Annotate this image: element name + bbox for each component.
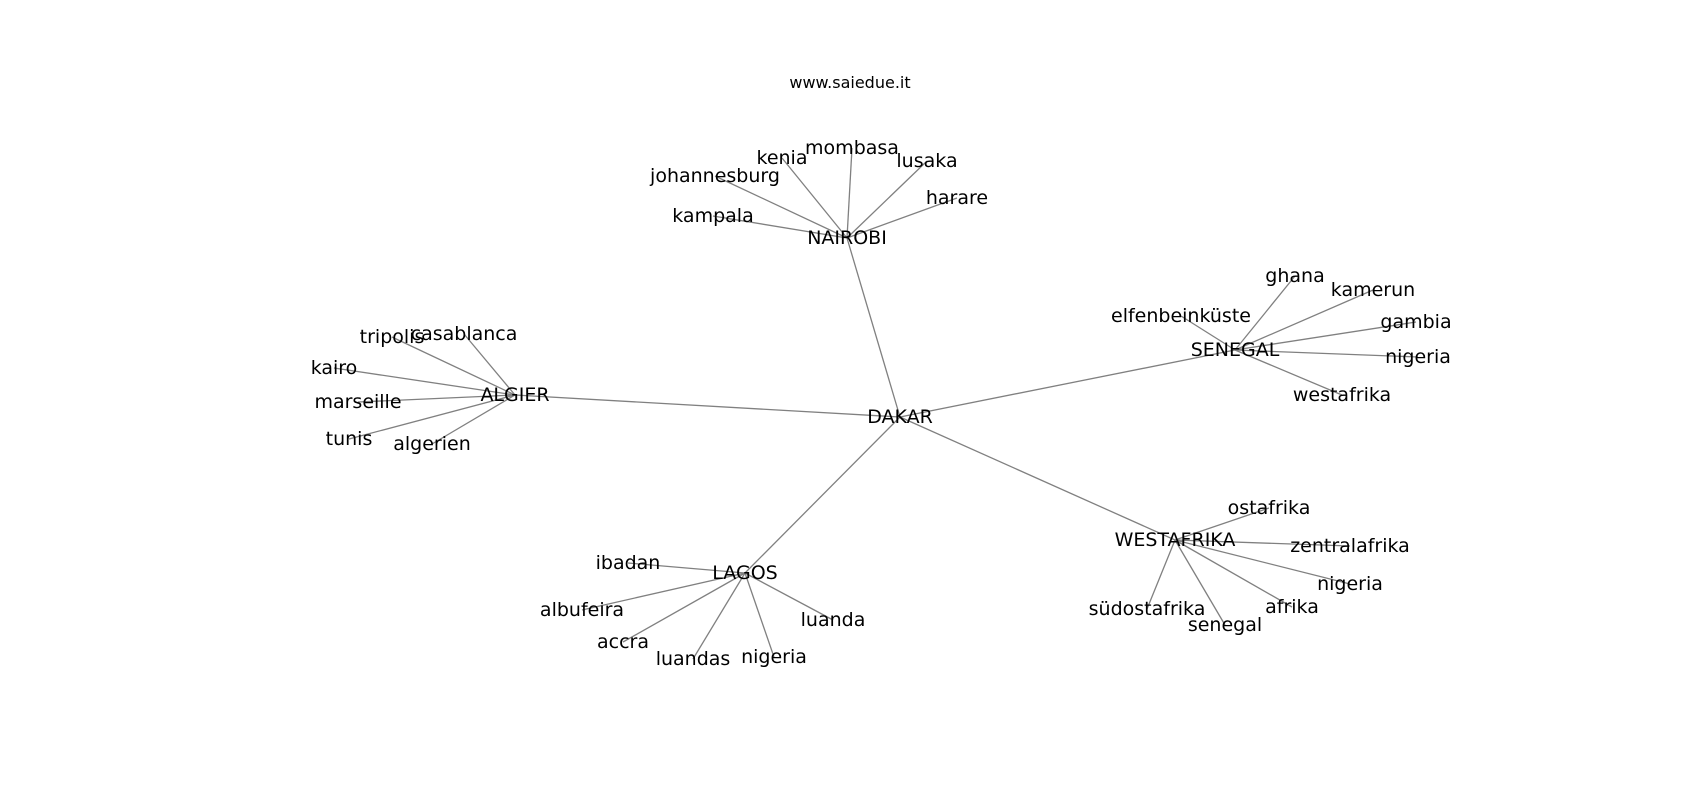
- node-leaf-algier-tunis: tunis: [326, 428, 373, 450]
- node-leaf-senegal-kamerun: kamerun: [1331, 279, 1415, 301]
- edge-nairobi-lusaka: [846, 160, 928, 239]
- edge-nairobi-kampala: [712, 215, 848, 239]
- edge-algier-kairo: [333, 367, 516, 396]
- edge-senegal-westafrika: [1234, 349, 1343, 396]
- edge-algier-marseille: [357, 394, 516, 403]
- node-leaf-lagos-nigeria: nigeria: [741, 646, 807, 668]
- edge-root-nairobi: [846, 237, 901, 418]
- node-leaf-lagos-ibadan: ibadan: [596, 552, 661, 574]
- edge-westafrika-sudostafrika: [1146, 539, 1176, 610]
- edge-nairobi-johannesburg: [714, 175, 848, 239]
- edge-senegal-nigeria: [1234, 349, 1419, 358]
- node-leaf-nairobi-johannesburg: johannesburg: [649, 165, 780, 187]
- edge-nairobi-kenia: [781, 157, 848, 239]
- edge-nairobi-mombasa: [846, 147, 853, 239]
- node-leaf-nairobi-kampala: kampala: [672, 205, 753, 227]
- node-leaf-algier-marseille: marseille: [314, 391, 401, 413]
- edge-algier-tripolis: [391, 336, 516, 396]
- edge-lagos-ibadan: [627, 562, 746, 574]
- edge-westafrika-afrika: [1174, 539, 1293, 608]
- node-leaf-westafrika-nigeria: nigeria: [1317, 573, 1383, 595]
- node-leaf-senegal-westafrika: westafrika: [1293, 384, 1391, 406]
- node-leaf-lagos-luandas: luandas: [656, 648, 731, 670]
- edge-root-senegal: [899, 349, 1236, 418]
- node-leaf-westafrika-ostafrika: ostafrika: [1228, 497, 1311, 519]
- node-leaf-algier-casablanca: casablanca: [411, 323, 518, 345]
- node-leaf-nairobi-mombasa: mombasa: [805, 137, 899, 159]
- edge-lagos-luanda: [744, 572, 834, 621]
- edge-lagos-albufeira: [581, 572, 746, 611]
- node-hub-westafrika: WESTAFRIKA: [1115, 529, 1236, 551]
- edge-lagos-nigeria: [744, 572, 775, 658]
- edge-algier-tunis: [348, 394, 516, 440]
- node-leaf-lagos-luanda: luanda: [801, 609, 866, 631]
- edge-root-westafrika: [899, 416, 1176, 541]
- edges-layer: [333, 147, 1419, 660]
- node-leaf-algier-tripolis: tripolis: [360, 326, 425, 348]
- node-leaf-nairobi-lusaka: lusaka: [896, 150, 957, 172]
- edge-senegal-elfenbeinkuste: [1180, 315, 1236, 351]
- edge-westafrika-ostafrika: [1174, 507, 1270, 541]
- node-leaf-senegal-nigeria: nigeria: [1385, 346, 1451, 368]
- edge-westafrika-nigeria: [1174, 539, 1351, 585]
- node-leaf-senegal-elfenbeinkuste: elfenbeinküste: [1111, 305, 1251, 327]
- edge-algier-casablanca: [463, 333, 516, 396]
- node-leaf-algier-kairo: kairo: [311, 357, 358, 379]
- node-leaf-lagos-accra: accra: [597, 631, 649, 653]
- node-leaf-westafrika-senegal: senegal: [1188, 614, 1262, 636]
- edge-nairobi-harare: [846, 197, 958, 239]
- node-leaf-nairobi-harare: harare: [926, 187, 988, 209]
- node-leaf-westafrika-afrika: afrika: [1265, 596, 1319, 618]
- edge-lagos-accra: [622, 572, 746, 643]
- node-leaf-westafrika-sudostafrika: südostafrika: [1089, 598, 1206, 620]
- node-hub-lagos: LAGOS: [712, 562, 777, 584]
- edge-senegal-ghana: [1234, 275, 1296, 351]
- edge-root-algier: [514, 394, 901, 418]
- node-hub-nairobi: NAIROBI: [807, 227, 887, 249]
- edge-algier-algerien: [431, 394, 516, 445]
- edge-lagos-luandas: [692, 572, 746, 660]
- edge-westafrika-zentralafrika: [1174, 539, 1351, 547]
- diagram-title: www.saiedue.it: [789, 73, 910, 92]
- node-leaf-nairobi-kenia: kenia: [757, 147, 808, 169]
- node-root-dakar: DAKAR: [867, 406, 933, 428]
- node-hub-senegal: SENEGAL: [1191, 339, 1280, 361]
- node-leaf-lagos-albufeira: albufeira: [540, 599, 624, 621]
- edge-senegal-gambia: [1234, 321, 1417, 351]
- edge-root-lagos: [744, 416, 901, 574]
- edge-senegal-kamerun: [1234, 289, 1374, 351]
- node-leaf-senegal-ghana: ghana: [1265, 265, 1324, 287]
- node-leaf-senegal-gambia: gambia: [1380, 311, 1451, 333]
- edge-westafrika-senegal: [1174, 539, 1226, 626]
- node-leaf-westafrika-zentralafrika: zentralafrika: [1290, 535, 1410, 557]
- node-hub-algier: ALGIER: [480, 384, 549, 406]
- node-leaf-algier-algerien: algerien: [393, 433, 471, 455]
- labels-layer: DAKAR NAIROBI kampala johannesburgkeniamomb…: [311, 137, 1452, 670]
